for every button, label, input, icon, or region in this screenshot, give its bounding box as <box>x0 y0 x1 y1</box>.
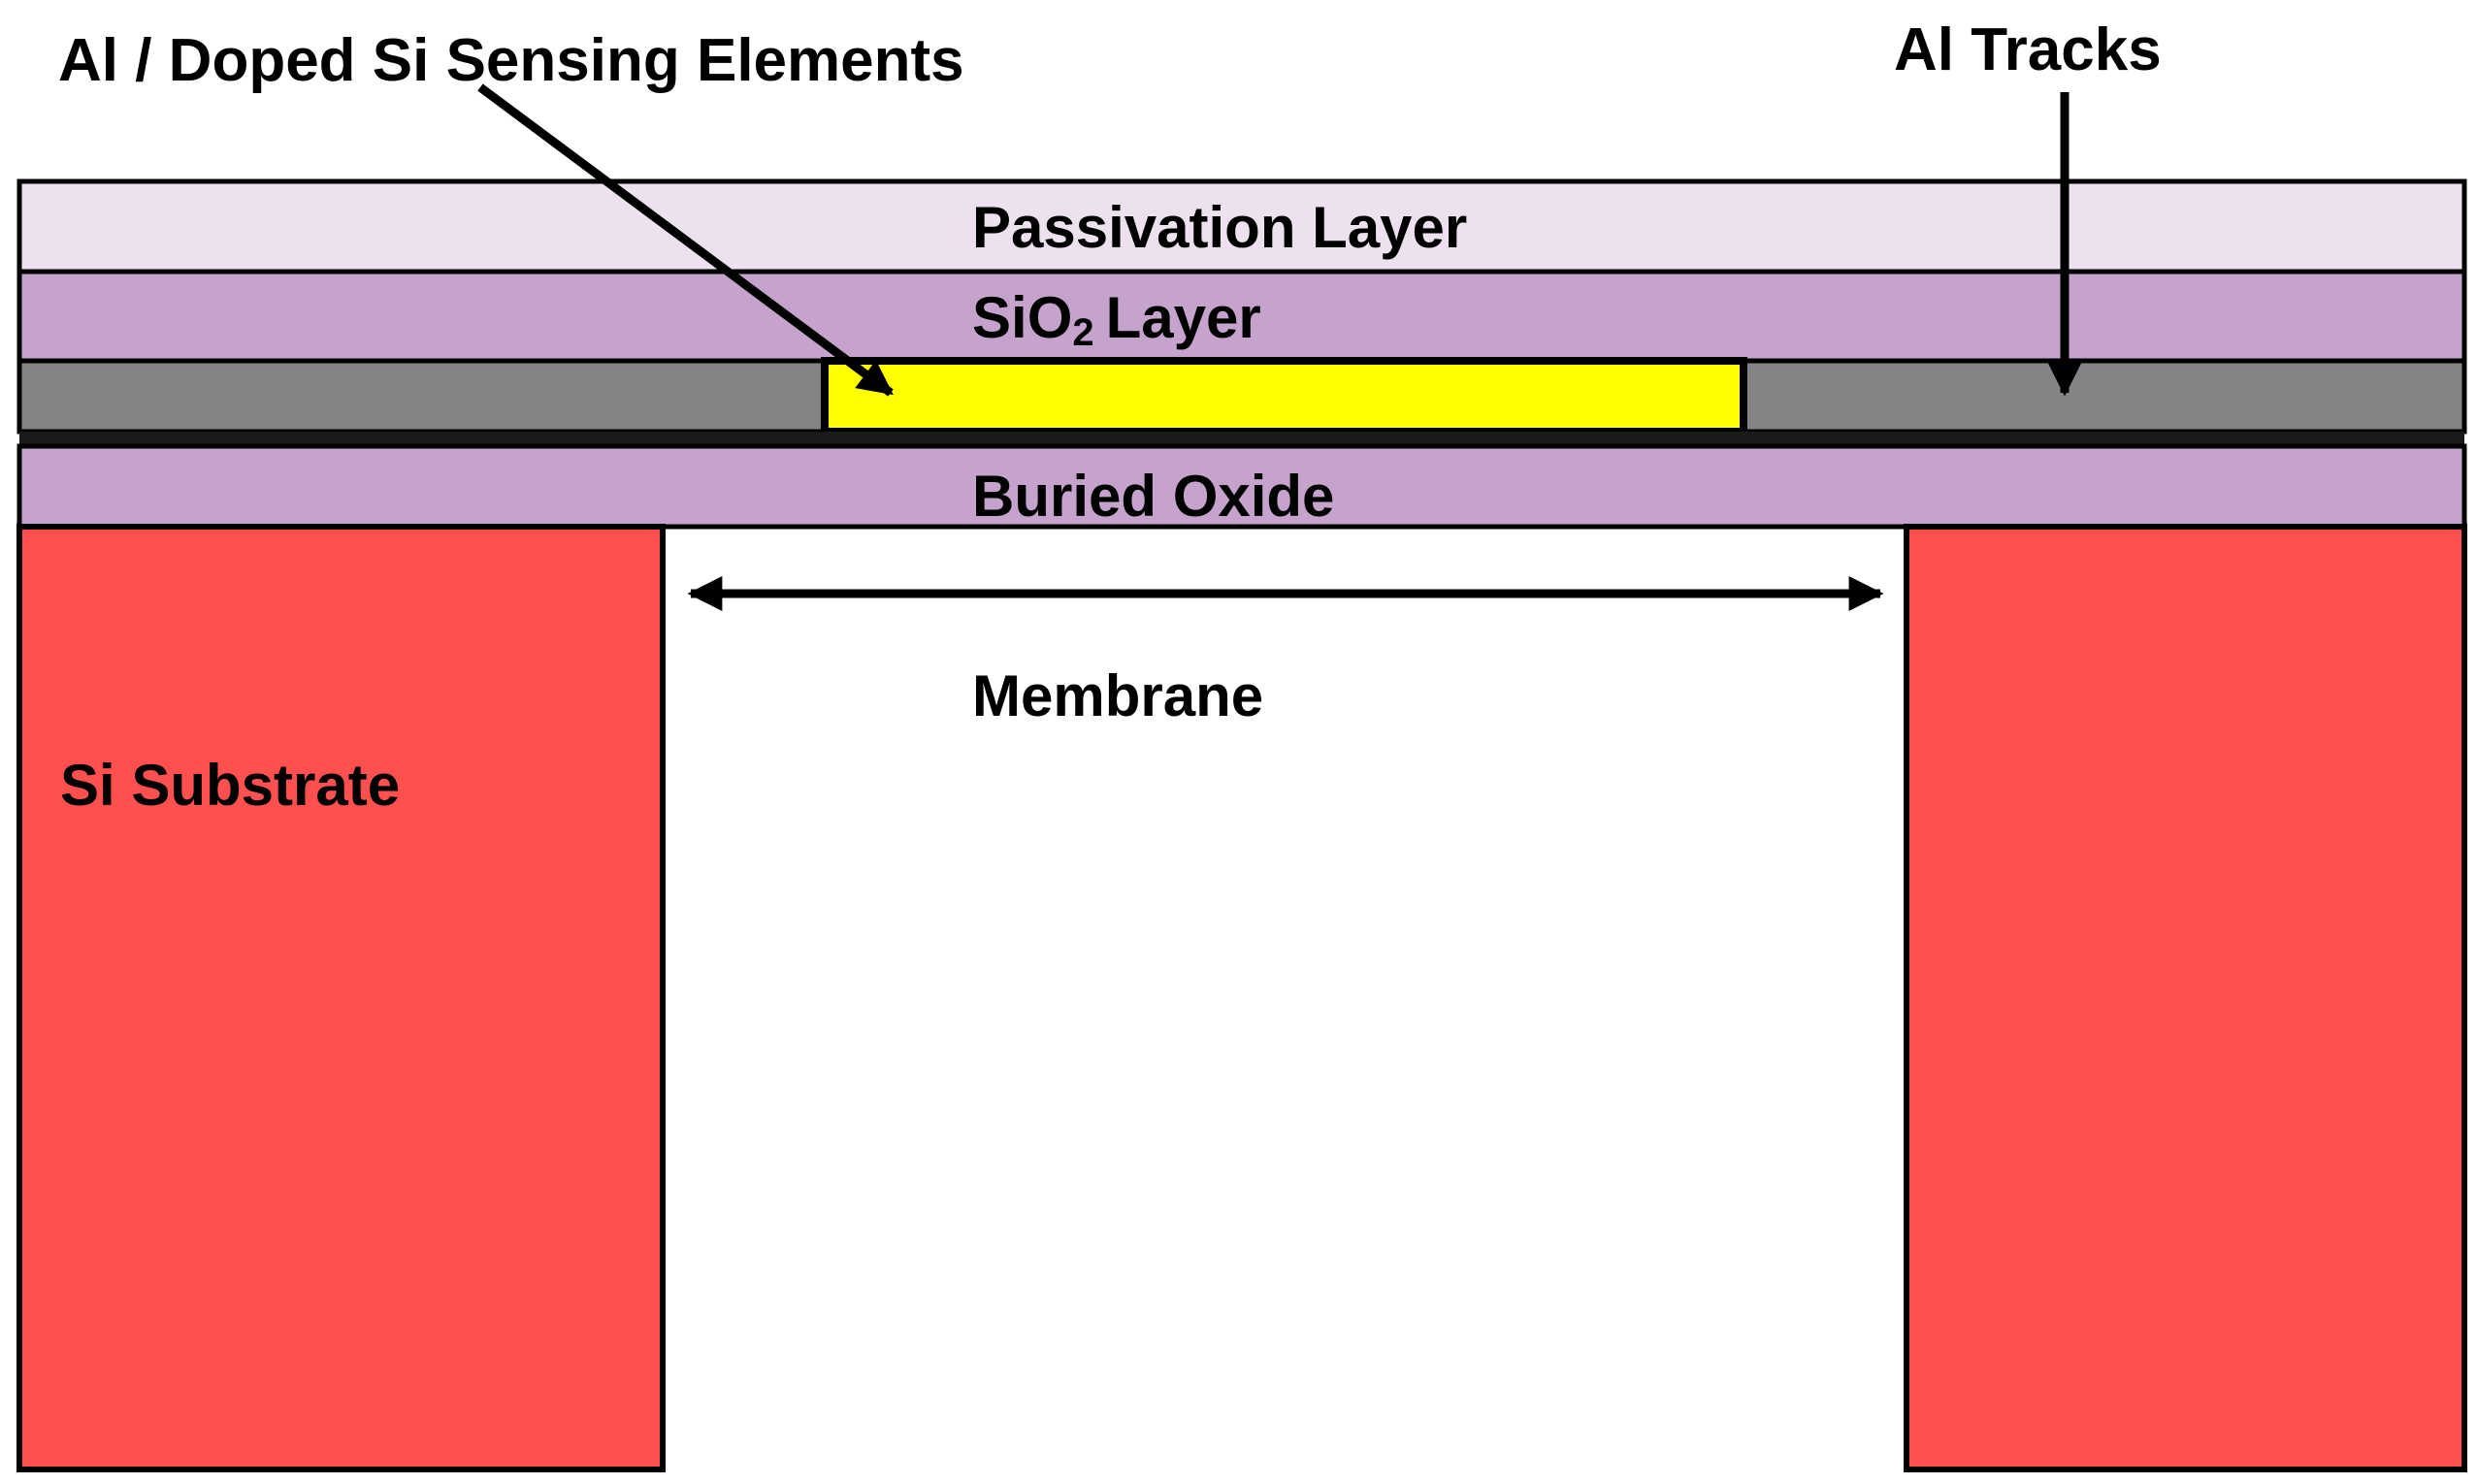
sensing-element <box>821 357 1747 436</box>
al-track-left <box>16 358 828 435</box>
buried-oxide-label: Buried Oxide <box>972 464 1334 529</box>
sensing-elements-label: Al / Doped Si Sensing Elements <box>58 27 964 94</box>
sio2-label-prefix: SiO <box>972 285 1072 350</box>
al-tracks-label: Al Tracks <box>1894 16 2162 83</box>
passivation-layer <box>16 178 2467 274</box>
sio2-label-subscript: 2 <box>1072 311 1093 354</box>
sio2-layer <box>16 269 2467 364</box>
buried-oxide-layer <box>16 443 2467 530</box>
membrane-label: Membrane <box>972 663 1263 728</box>
al-track-right <box>1741 358 2467 435</box>
sio2-label-suffix: Layer <box>1106 285 1261 350</box>
separator-line <box>19 432 2464 446</box>
si-substrate-right <box>1904 524 2467 1472</box>
sio2-layer-label: SiO2 Layer <box>972 285 1261 354</box>
passivation-layer-label: Passivation Layer <box>972 195 1467 260</box>
sensing-arrow <box>477 83 894 397</box>
si-substrate-label: Si Substrate <box>60 753 400 818</box>
si-substrate-left <box>16 524 666 1472</box>
